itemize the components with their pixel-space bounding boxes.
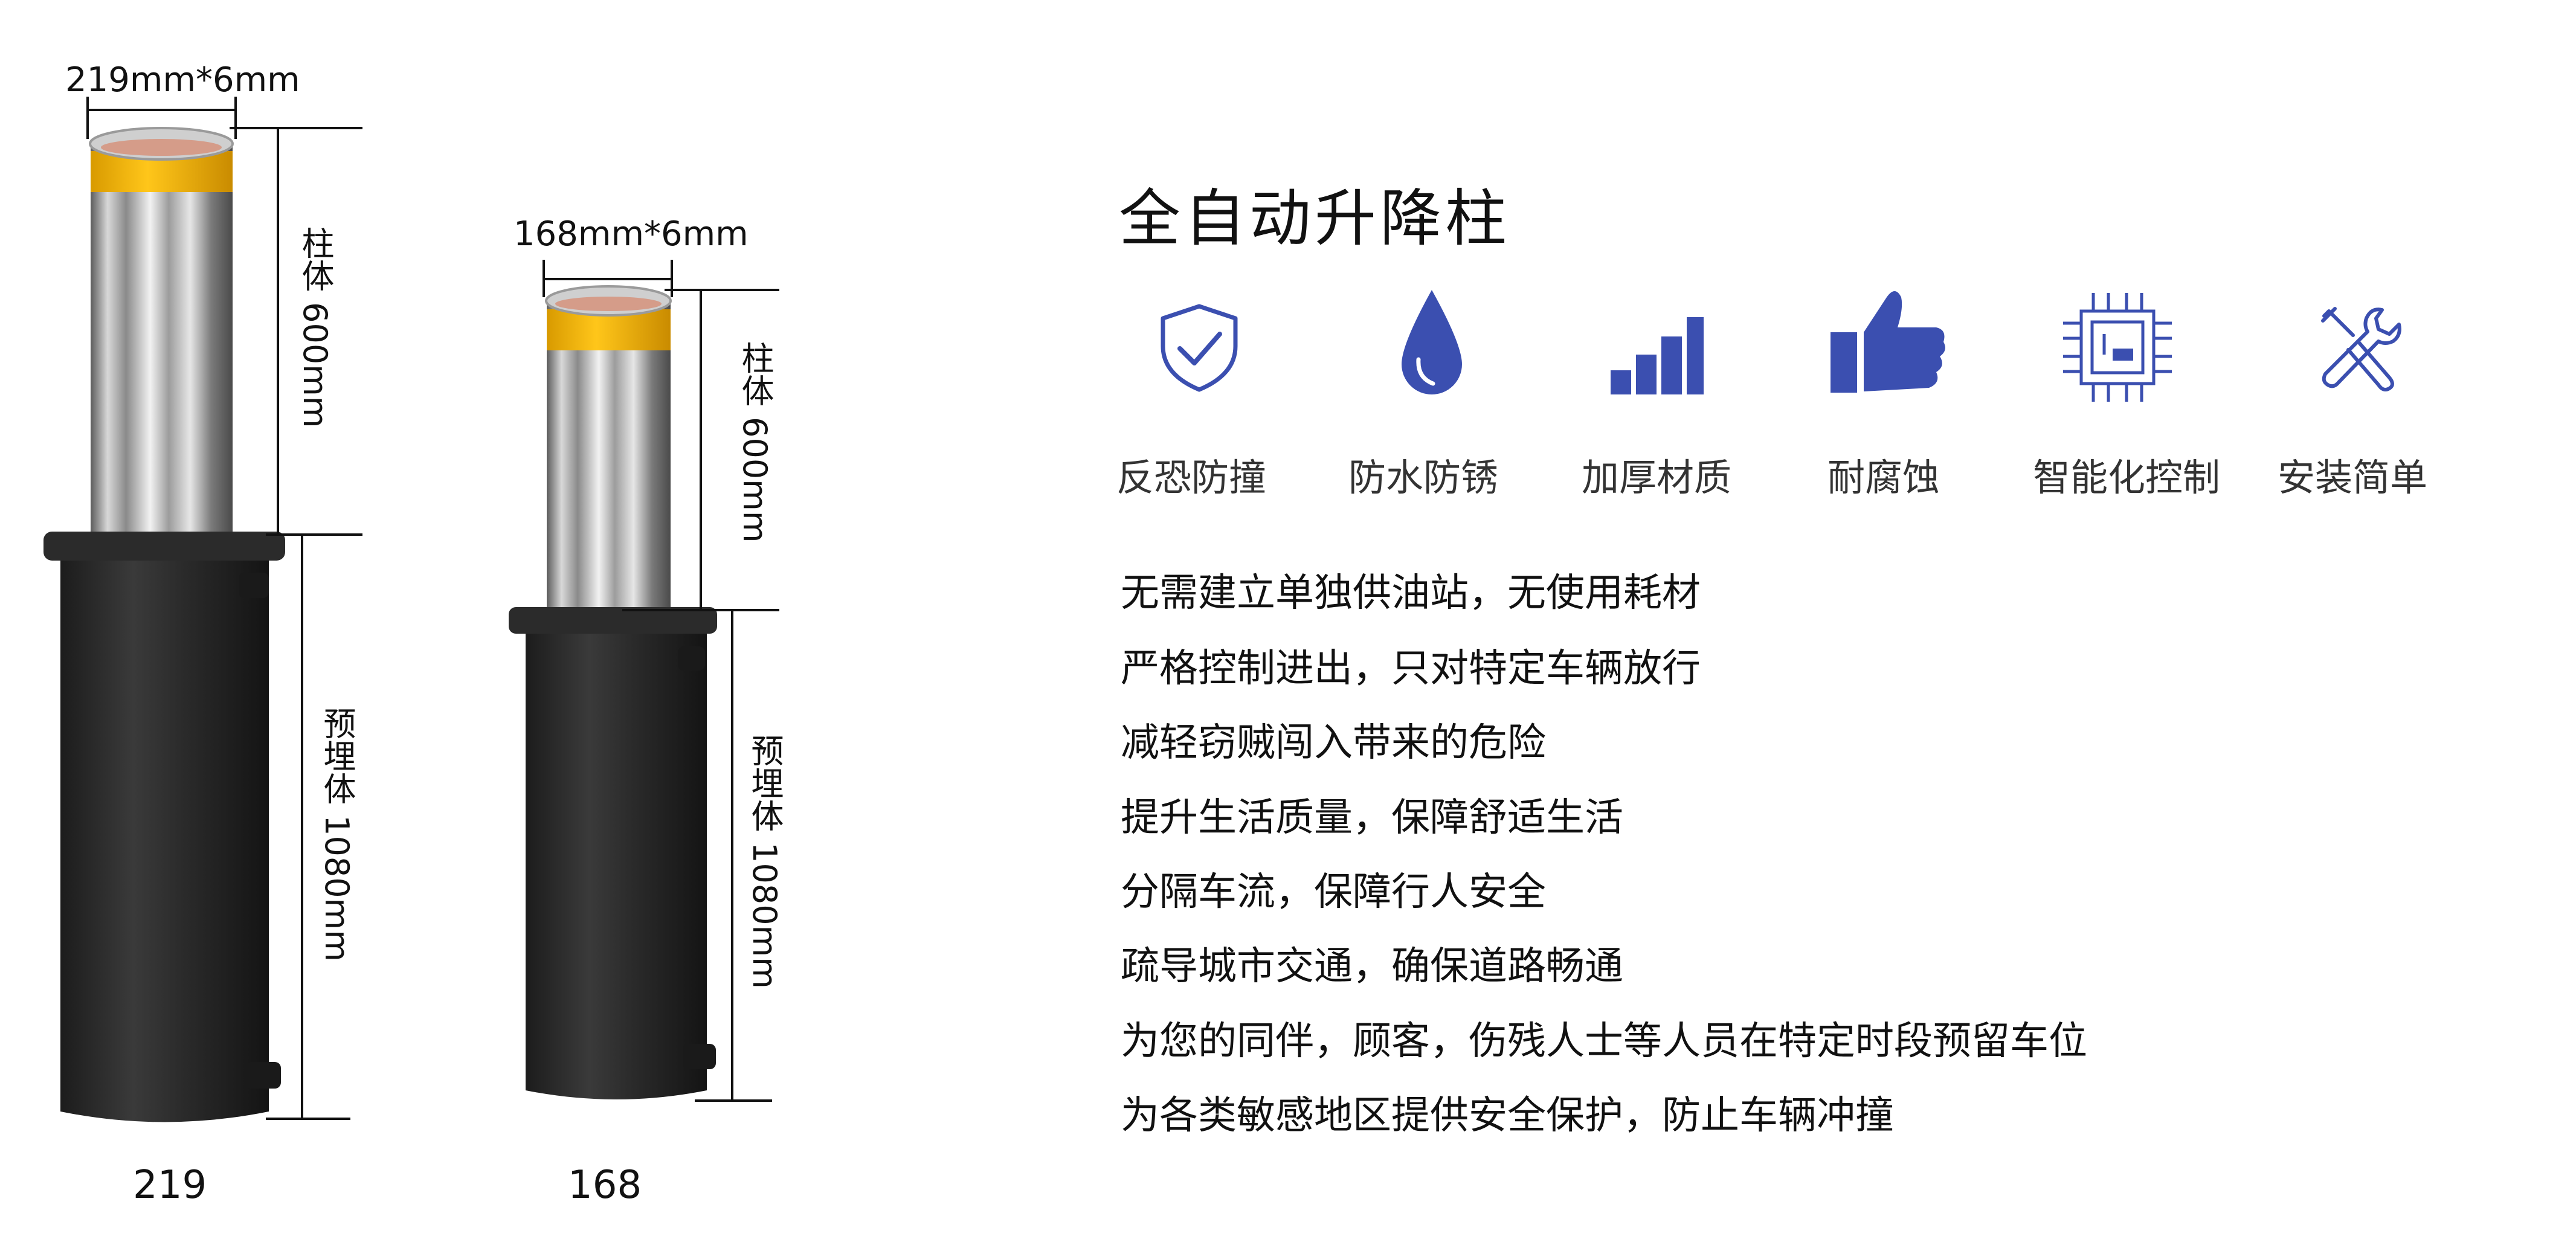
column-height-label-168: 柱体 600mm (736, 341, 774, 543)
signal-bars-icon (1611, 317, 1704, 394)
description-line: 为您的同伴，顾客，伤残人士等人员在特定时段预留车位 (1121, 1019, 2087, 1064)
feature-item-3 (1608, 305, 1705, 404)
description-line: 分隔车流，保障行人安全 (1121, 870, 1546, 915)
chip-icon (2063, 293, 2172, 402)
feature-label-4: 耐腐蚀 (1827, 455, 1940, 500)
feature-label-5: 智能化控制 (2033, 455, 2221, 500)
embedded-height-label-168: 预埋体 1080mm (745, 734, 784, 989)
page-title: 全自动升降柱 (1119, 183, 1510, 255)
column-height-label-219: 柱体 600mm (296, 227, 334, 428)
feature-item-6 (2311, 299, 2407, 398)
shield-check-icon (1161, 304, 1238, 392)
bollard-219 (43, 127, 285, 1122)
diameter-label-168: 168mm*6mm (514, 214, 749, 254)
description-line: 提升生活质量，保障舒适生活 (1121, 796, 1623, 840)
model-label-168: 168 (568, 1163, 642, 1208)
feature-label-3: 加厚材质 (1582, 455, 1732, 500)
model-label-219: 219 (133, 1163, 207, 1208)
wrench-screwdriver-icon (2321, 307, 2401, 391)
bollard-168 (509, 285, 717, 1099)
embedded-height-label-219: 预埋体 1080mm (318, 707, 356, 962)
water-drop-icon (1402, 290, 1462, 394)
thumbs-up-icon (1831, 291, 1945, 393)
dimension-lines-168 (543, 260, 779, 1102)
description-line: 减轻窃贼闯入带来的危险 (1121, 721, 1546, 765)
description-line: 为各类敏感地区提供安全保护，防止车辆冲撞 (1121, 1093, 1894, 1138)
feature-label-1: 反恐防撞 (1116, 455, 1267, 500)
description-line: 严格控制进出，只对特定车辆放行 (1121, 646, 1701, 691)
product-illustrations (43, 97, 779, 1122)
feature-item-4 (1827, 284, 1948, 401)
feature-label-2: 防水防锈 (1348, 455, 1499, 500)
diameter-label-219: 219mm*6mm (65, 60, 300, 100)
feature-label-6: 安装简单 (2278, 455, 2428, 500)
dimension-lines-219 (86, 97, 362, 1120)
feature-item-1 (1151, 299, 1248, 398)
feature-item-5 (2057, 287, 2178, 410)
feature-item-2 (1383, 287, 1480, 404)
description-line: 疏导城市交通，确保道路畅通 (1121, 944, 1623, 989)
description-line: 无需建立单独供油站，无使用耗材 (1121, 571, 1701, 616)
